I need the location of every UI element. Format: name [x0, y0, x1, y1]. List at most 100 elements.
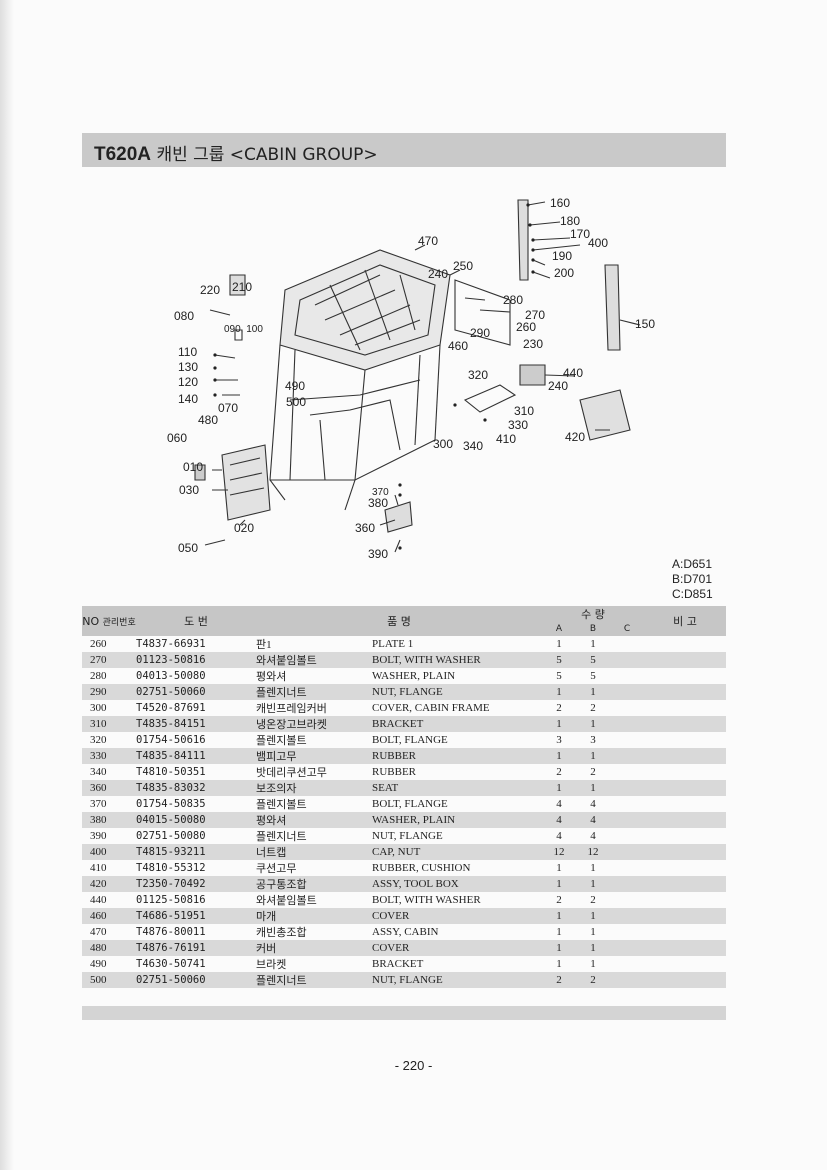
- cell-qty-c: [610, 892, 644, 908]
- callout-label: 160: [550, 196, 570, 210]
- callout-label: 310: [514, 404, 534, 418]
- group-title: 캐빈 그룹 <CABIN GROUP>: [156, 145, 378, 165]
- cell-qty-b: 1: [576, 908, 610, 924]
- cell-qty-a: 4: [542, 812, 576, 828]
- cell-qty-c: [610, 732, 644, 748]
- cell-remark: [644, 636, 726, 652]
- cell-no: 420: [82, 876, 136, 892]
- cell-name-english: ASSY, CABIN: [372, 926, 439, 938]
- cell-qty-a: 2: [542, 972, 576, 988]
- cell-remark: [644, 908, 726, 924]
- cell-drawing-number: T4835-84111: [136, 748, 256, 764]
- cell-no: 470: [90, 926, 107, 938]
- cell-qty-c: [610, 748, 644, 764]
- cell-remark: [644, 684, 726, 700]
- cell-no: 460: [82, 908, 136, 924]
- cell-remark: [644, 812, 726, 828]
- cell-qty-b: 1: [590, 958, 596, 970]
- cell-no: 500: [82, 972, 136, 988]
- cell-drawing-number: T4835-84151: [136, 716, 256, 732]
- callout-label: 410: [496, 432, 516, 446]
- cell-remark: [644, 844, 726, 860]
- callout-label: 460: [448, 339, 468, 353]
- cell-qty-a: 1: [542, 748, 576, 764]
- cell-name-english: WASHER, PLAIN: [372, 812, 542, 828]
- cell-qty-a: 5: [556, 670, 562, 682]
- callout-label: 290: [470, 326, 490, 340]
- cell-remark: [644, 700, 726, 716]
- cell-remark: [644, 652, 726, 668]
- cell-no: 360: [82, 780, 136, 796]
- col-drawing: 도 번: [136, 606, 256, 636]
- cell-qty-a: 1: [542, 940, 576, 956]
- callout-label: 170: [570, 227, 590, 241]
- callout-label: 400: [588, 236, 608, 250]
- callout-label: 420: [565, 430, 585, 444]
- cabin-exploded-diagram: 160 180 170 400 190 200 470 250 240 280 …: [167, 196, 655, 561]
- callout-label: 260: [516, 320, 536, 334]
- callout-label: 080: [174, 309, 194, 323]
- cell-name-korean: 브라켓: [256, 959, 287, 971]
- cell-name-korean: 플렌지너트: [256, 831, 307, 843]
- cell-no: 300: [90, 702, 107, 714]
- scan-edge-shadow: [0, 0, 14, 1170]
- callout-label: 360: [355, 521, 375, 535]
- cell-no: 340: [90, 766, 107, 778]
- cell-remark: [644, 892, 726, 908]
- cell-qty-a: 2: [556, 894, 562, 906]
- col-name: 품 명: [256, 606, 542, 636]
- cell-name-korean: 너트캡: [256, 844, 372, 860]
- cell-qty-b: 2: [590, 702, 596, 714]
- cell-drawing-number: 01754-50835: [136, 798, 206, 810]
- callout-label: 300: [433, 437, 453, 451]
- callout-label: 370: [372, 487, 389, 498]
- cell-name-korean: 냉온장고브라켓: [256, 716, 372, 732]
- cell-name-korean: 뱀피고무: [256, 748, 372, 764]
- cell-qty-c: [610, 924, 644, 940]
- cell-remark: [644, 780, 726, 796]
- cell-drawing-number: 02751-50060: [136, 972, 256, 988]
- cell-qty-a: 1: [542, 780, 576, 796]
- cell-qty-c: [610, 716, 644, 732]
- cell-qty-a: 5: [542, 652, 576, 668]
- cell-qty-b: 1: [576, 780, 610, 796]
- cell-drawing-number: T4810-55312: [136, 862, 206, 874]
- cell-drawing-number: T4876-76191: [136, 940, 256, 956]
- cell-qty-a: 12: [542, 844, 576, 860]
- callout-label: 070: [218, 401, 238, 415]
- legend-item: B:D701: [672, 572, 713, 586]
- callout-label: 340: [463, 439, 483, 453]
- cell-remark: [644, 828, 726, 844]
- cell-drawing-number: T2350-70492: [136, 876, 256, 892]
- callout-label: 030: [179, 483, 199, 497]
- cell-qty-b: 2: [576, 972, 610, 988]
- cell-drawing-number: 01754-50616: [136, 734, 206, 746]
- cell-no: 480: [82, 940, 136, 956]
- cell-name-english: NUT, FLANGE: [372, 830, 443, 842]
- cell-no: 400: [82, 844, 136, 860]
- cell-remark: [644, 748, 726, 764]
- cell-no: 410: [90, 862, 107, 874]
- cell-no: 260: [90, 638, 107, 650]
- cell-drawing-number: T4810-50351: [136, 766, 206, 778]
- cell-qty-c: [610, 844, 644, 860]
- callout-label: 270: [525, 308, 545, 322]
- cell-name-korean: 마개: [256, 908, 372, 924]
- cell-name-english: BOLT, FLANGE: [372, 798, 448, 810]
- callout-label: 110: [178, 345, 197, 359]
- cell-name-korean: 평와셔: [256, 671, 287, 683]
- callout-label: 240: [428, 267, 448, 281]
- cell-qty-c: [610, 780, 644, 796]
- cell-no: 370: [90, 798, 107, 810]
- cell-name-english: RUBBER: [372, 748, 542, 764]
- cell-drawing-number: T4837-66931: [136, 638, 206, 650]
- cell-remark: [644, 716, 726, 732]
- cell-name-korean: 평와셔: [256, 812, 372, 828]
- cell-qty-a: 1: [556, 638, 562, 650]
- cell-qty-b: 1: [576, 940, 610, 956]
